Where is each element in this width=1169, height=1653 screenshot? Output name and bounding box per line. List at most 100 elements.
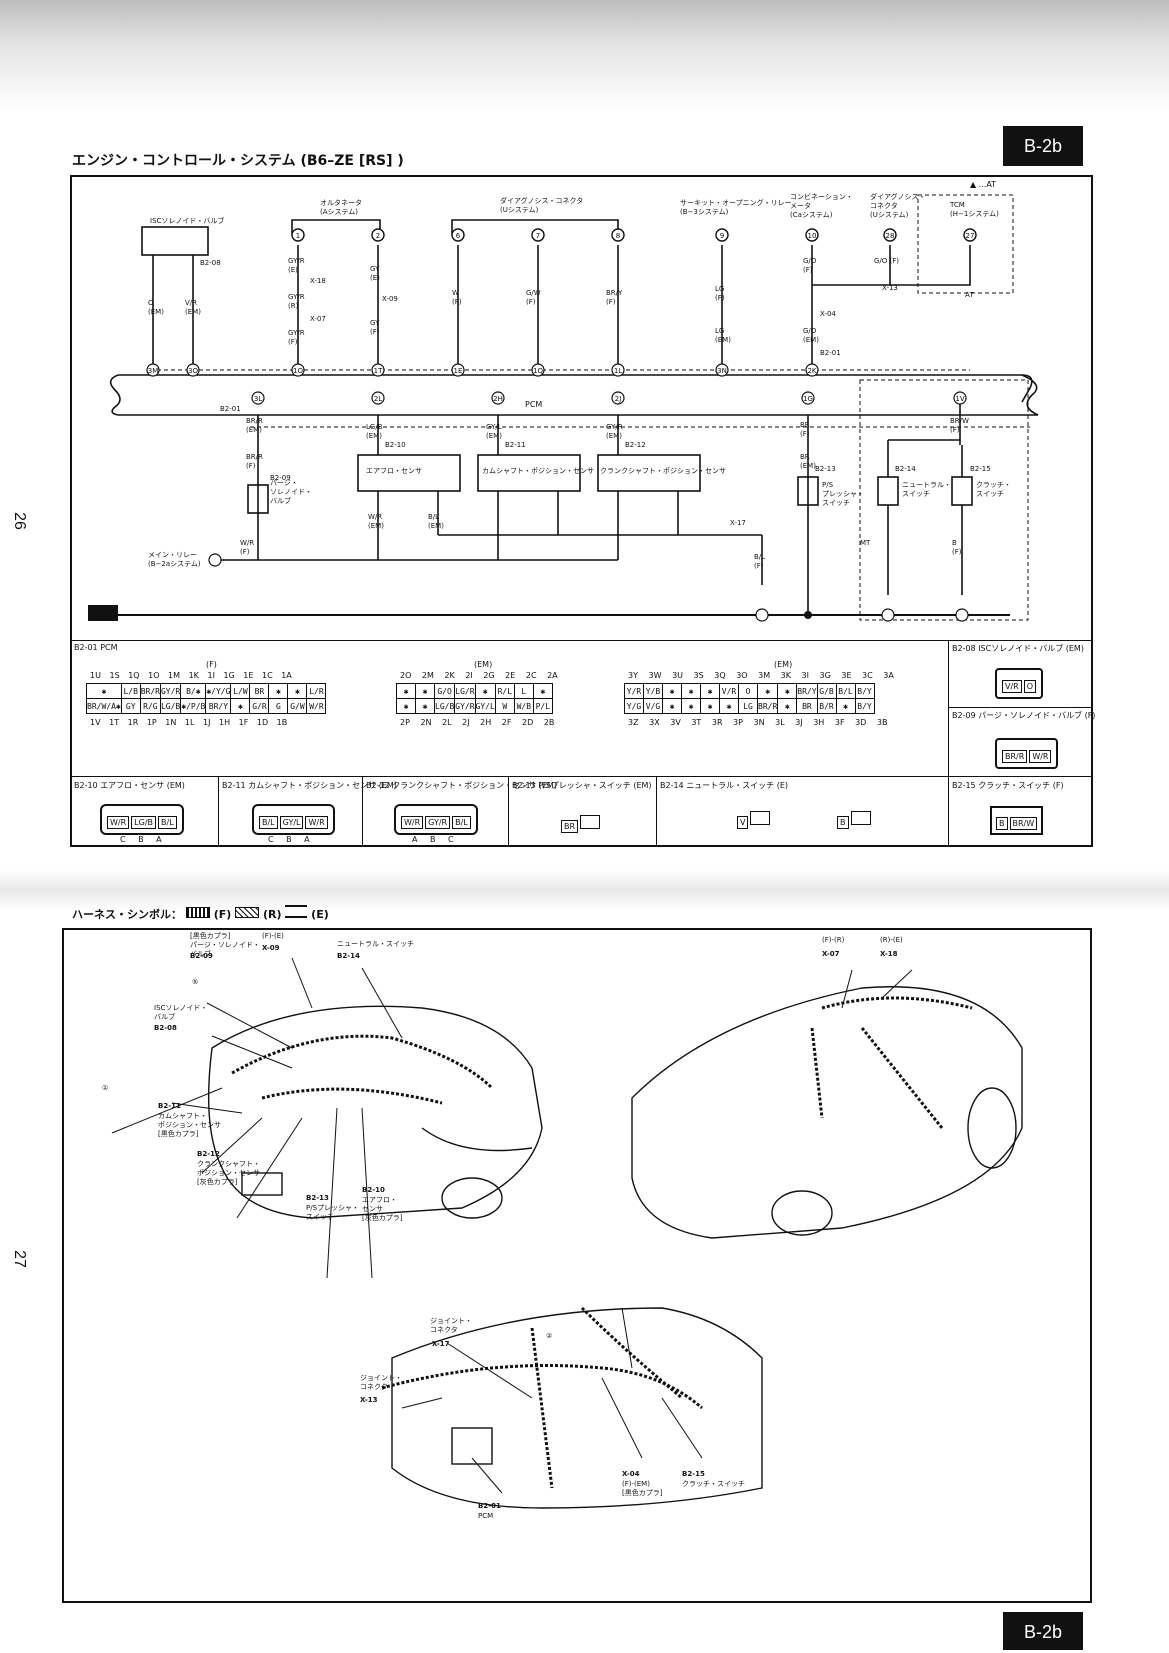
conn-row-sep-1 <box>218 776 219 846</box>
wire-gy-e: GY(E) <box>370 265 380 282</box>
b2-11-pin: W/R <box>305 816 328 829</box>
b2-13-sub: P/Sプレッシャ・スイッチ <box>306 1204 359 1221</box>
pcm-group2-harness: (EM) <box>474 660 493 669</box>
b2-15-callout: B2-15 <box>682 1470 705 1478</box>
b2-12-pin: B/L <box>452 816 471 829</box>
harness-frame <box>62 928 1092 1603</box>
pcm-group1-harness: (F) <box>206 660 217 669</box>
legend-e-swatch <box>285 905 308 918</box>
wire-w-f: W(F) <box>452 289 462 306</box>
pcm-g3-pin: BR/R <box>756 698 779 714</box>
pcm-g2-top-labels: 2O 2M 2K 2I 2G 2E 2C 2A <box>400 671 558 680</box>
connector-table-divider <box>70 640 1093 641</box>
pcm-table-title: B2-01 PCM <box>74 643 118 652</box>
pcm-g1-pin: GY <box>120 698 141 714</box>
pcm-g2-pin: L <box>513 683 534 699</box>
pcm-g1-pin: LG/B <box>159 698 182 714</box>
conn-x-04: X-04 <box>820 310 836 318</box>
page-title: エンジン・コントロール・システム (B6–ZE [RS] ) <box>72 153 404 169</box>
pcm-group3-harness: (EM) <box>774 660 793 669</box>
wire-go-f: G/O(F) <box>803 257 817 274</box>
pcm-pin-group-1: ✱ L/B BR/R GY/R B/✱ ✱/Y/G L/W BR ✱ ✱ L/R… <box>86 683 327 714</box>
circle-7: 7 <box>536 232 540 240</box>
b2-09-callout: B2-09 <box>190 952 213 960</box>
wire-gw-f: G/W(F) <box>526 289 541 306</box>
conn-b2-01-top: B2-01 <box>820 349 841 357</box>
b2-11-pins: C B A <box>268 835 310 844</box>
pcm-g3-pin: ✱ <box>756 683 779 699</box>
pcm-g2-pin: LG/R <box>454 683 476 699</box>
circle-27: 27 <box>966 232 975 240</box>
wire-gy-f: GY(F) <box>370 319 380 336</box>
pcm-g1-pin: L/B <box>120 683 141 699</box>
b2-11-pin: B/L <box>259 816 278 829</box>
pin-3o: 3O <box>188 367 198 375</box>
pcm-g3-pin: LG <box>738 698 758 714</box>
pcm-g1-pin: BR/R <box>139 683 161 699</box>
pcm-g2-pin: LG/B <box>433 698 456 714</box>
pcm-g3-pin: Y/B <box>643 683 663 699</box>
pcm-g2-pin: ✱ <box>396 698 416 714</box>
pin-2j: 2J <box>615 395 622 403</box>
b2-14-sub: ニュートラル・スイッチ <box>337 940 414 948</box>
b2-10-title: B2-10 エアフロ・センサ (EM) <box>74 781 185 790</box>
conn-x-07: X-07 <box>310 315 326 323</box>
conn-x-09: X-09 <box>382 295 398 303</box>
pin-1t: 1T <box>374 367 383 375</box>
front-car-outline <box>207 1005 543 1219</box>
b2-10-pins: C B A <box>120 835 162 844</box>
x-17-callout: X-17 <box>432 1340 450 1348</box>
pcm-g1-pin: ✱ <box>287 683 308 699</box>
pcm-g1-pin: G/R <box>249 698 270 714</box>
conn-b2-13: B2-13 <box>815 465 836 473</box>
circle-10: 10 <box>808 232 817 240</box>
conn-b2-10: B2-10 <box>385 441 406 449</box>
pcm-g3-pin: Y/R <box>624 683 644 699</box>
circle-2-callout: ② <box>546 1332 552 1340</box>
wire-gyr-r: GY/R(R) <box>288 293 305 310</box>
pcm-divider-b <box>948 707 1093 708</box>
pcm-label: PCM <box>525 400 542 409</box>
conn-b2-01-bottom: B2-01 <box>220 405 241 413</box>
dashboard-outline <box>391 1307 763 1509</box>
pcm-g2-pin: ✱ <box>396 683 416 699</box>
pcm-g1-pin: G <box>268 698 289 714</box>
pcm-g1-pin: ✱ <box>268 683 289 699</box>
pcm-g3-pin: BR/Y <box>796 683 818 699</box>
pcm-g3-pin: G/B <box>816 683 837 699</box>
wire-lgb-em: LG/B(EM) <box>366 423 383 440</box>
connector-table-divider-2 <box>70 776 1093 777</box>
wire-gyr-em: GY/R(EM) <box>606 423 623 440</box>
pcm-g2-pin: GY/L <box>474 698 496 714</box>
pcm-g3-pin: BR <box>796 698 818 714</box>
legend-r-swatch <box>235 907 260 918</box>
pcm-g3-pin: ✱ <box>662 698 682 714</box>
schematic-frame <box>70 175 1093 847</box>
pcm-g3-bottom-labels: 3Z 3X 3V 3T 3R 3P 3N 3L 3J 3H 3F 3D 3B <box>628 718 888 727</box>
b2-13-connector: BR <box>560 814 601 833</box>
pin-1g: 1G <box>803 395 813 403</box>
pcm-g3-pin: B/R <box>816 698 837 714</box>
wire-go-f2: G/O (F) <box>874 257 899 265</box>
wire-brr-em: BR/R(EM) <box>246 417 263 434</box>
pcm-pin-group-2: ✱ ✱ G/O LG/R ✱ R/L L ✱ ✱ ✱ LG/B GY/R GY/… <box>396 683 553 714</box>
scan-shadow-top <box>0 0 1169 110</box>
conn-row-sep-3 <box>508 776 509 846</box>
conn-x-18: X-18 <box>310 277 326 285</box>
legend-f-swatch <box>185 907 210 918</box>
pcm-g1-pin: ✱ <box>86 683 122 699</box>
circle-8: 8 <box>616 232 620 240</box>
wire-wr-em: W/R(EM) <box>368 513 384 530</box>
b2-14-body <box>850 811 871 825</box>
pin-1q: 1Q <box>533 367 543 375</box>
b2-14-pin: B <box>837 816 849 829</box>
conn-row-sep-5 <box>948 776 949 846</box>
conn-b2-08: B2-08 <box>200 259 221 267</box>
purge-label: パージ・ソレノイド・バルブ <box>270 479 312 505</box>
pcm-g3-pin: O <box>738 683 758 699</box>
wire-bry-f: BR/Y(F) <box>606 289 623 306</box>
harness-legend: ハーネス・シンボル： (F) (R) (E) <box>72 905 329 922</box>
